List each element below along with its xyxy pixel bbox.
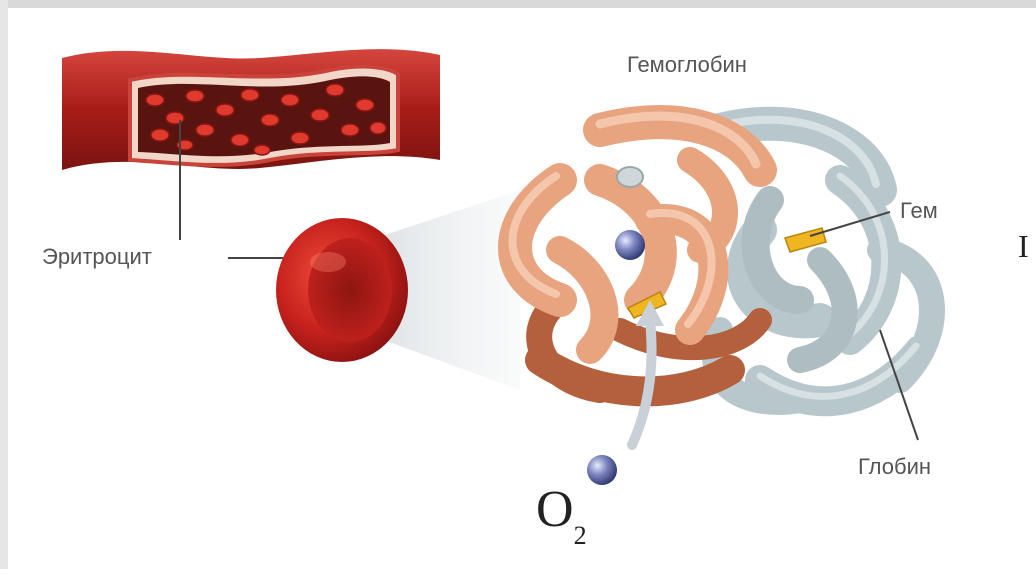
oxygen-subscript: 2 [574, 521, 587, 550]
blood-vessel [62, 49, 440, 170]
bound-oxygen-molecule [615, 230, 645, 260]
red-blood-cell [276, 218, 408, 362]
hemoglobin-molecule [513, 116, 933, 402]
oxygen-binding-arrow [632, 300, 664, 445]
oxygen-symbol: O [536, 481, 574, 538]
globin-label: Глобин [858, 454, 931, 480]
left-border [0, 0, 8, 569]
oxygen-formula: O2 [536, 480, 587, 539]
erythrocyte-label: Эритроцит [42, 244, 152, 270]
edge-letter: I [1018, 228, 1029, 265]
free-oxygen-molecule [587, 455, 617, 485]
top-border [0, 0, 1036, 8]
hemoglobin-label: Гемоглобин [627, 52, 747, 78]
heme-label: Гем [900, 198, 938, 224]
